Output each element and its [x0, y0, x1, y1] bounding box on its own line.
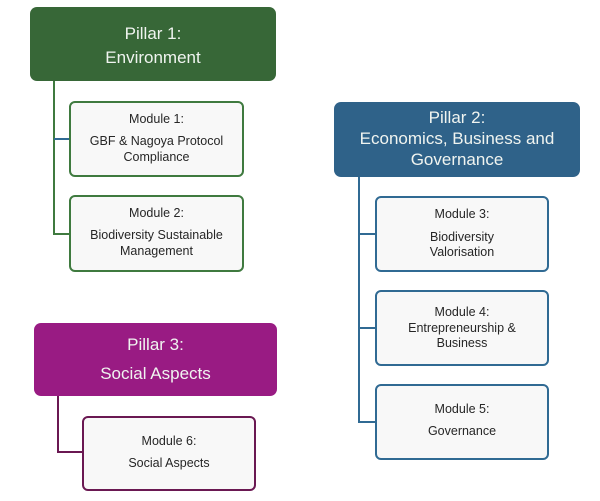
module-3-box: Module 3: Biodiversity Valorisation — [375, 196, 549, 272]
module-6-title: Social Aspects — [128, 456, 210, 470]
module-1-title-line-2: Compliance — [123, 150, 190, 164]
module-5-box: Module 5: Governance — [375, 384, 549, 460]
module-5-title: Governance — [427, 424, 497, 438]
module-2-box: Module 2: Biodiversity Sustainable Manag… — [69, 195, 244, 272]
module-4-label: Module 4: — [434, 305, 490, 319]
module-6-box: Module 6: Social Aspects — [82, 416, 256, 491]
module-2-title-line-1: Biodiversity Sustainable — [90, 228, 223, 242]
module-5-label: Module 5: — [434, 402, 490, 416]
module-4-title-line-1: Entrepreneurship & — [408, 321, 516, 335]
module-4-title-line-2: Business — [436, 336, 488, 350]
pillar-3-label: Pillar 3: — [127, 335, 184, 354]
module-1-box: Module 1: GBF & Nagoya Protocol Complian… — [69, 101, 244, 177]
module-1-label: Module 1: — [129, 112, 184, 126]
module-2-title-line-2: Management — [120, 244, 193, 258]
pillar-3-title: Social Aspects — [100, 364, 211, 383]
pillar-1-label: Pillar 1: — [124, 24, 182, 43]
pillar-2-title-line-1: Economics, Business and — [359, 129, 555, 148]
module-3-label: Module 3: — [434, 207, 490, 221]
module-4-box: Module 4: Entrepreneurship & Business — [375, 290, 549, 366]
pillar-1-title: Environment — [105, 48, 201, 67]
module-3-title-line-2: Valorisation — [429, 245, 495, 259]
module-3-title-line-1: Biodiversity — [430, 230, 494, 244]
module-6-label: Module 6: — [141, 434, 197, 448]
pillar-2-title-line-2: Governance — [410, 150, 504, 169]
pillar-2-economics: Pillar 2: Economics, Business and Govern… — [334, 102, 580, 177]
module-2-label: Module 2: — [129, 206, 184, 220]
pillar-2-label: Pillar 2: — [428, 108, 486, 127]
module-1-title-line-1: GBF & Nagoya Protocol — [89, 134, 224, 148]
pillar-1-environment: Pillar 1: Environment — [30, 7, 276, 81]
pillar-3-social: Pillar 3: Social Aspects — [34, 323, 277, 396]
